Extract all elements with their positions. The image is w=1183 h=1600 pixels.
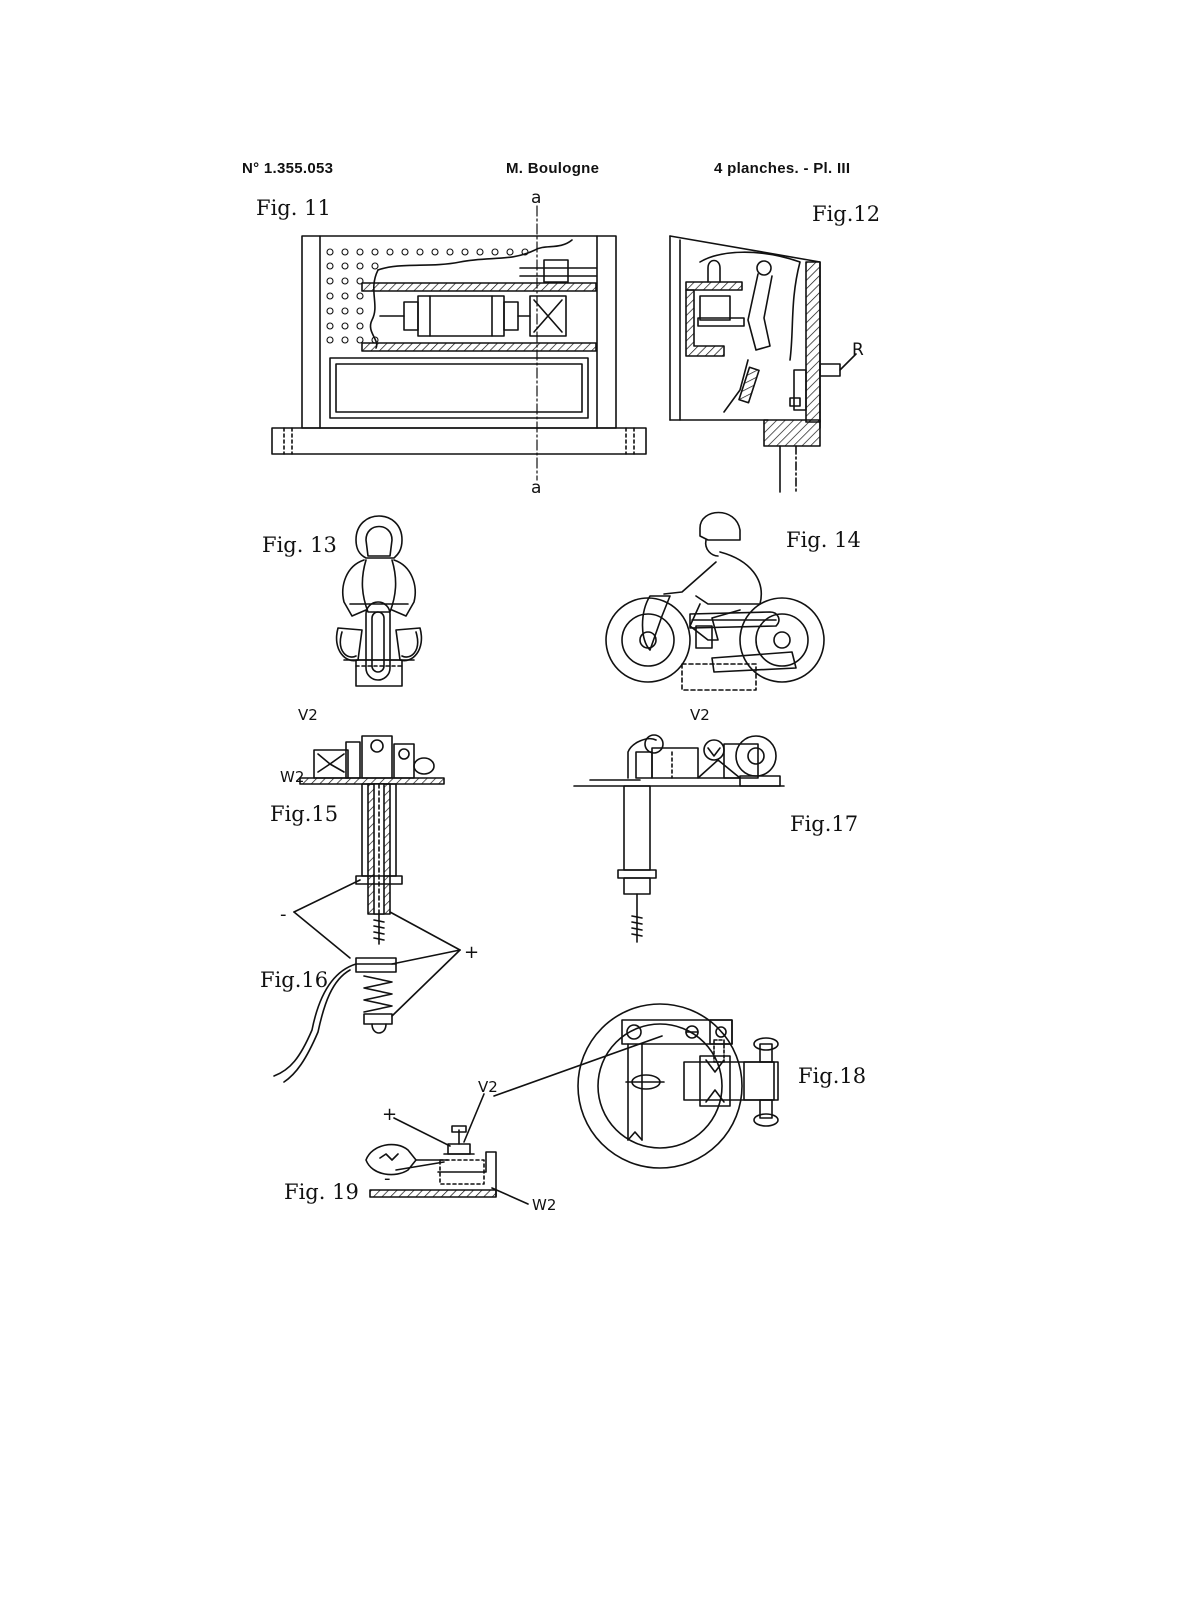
- label-w2-fig19: W2: [532, 1196, 557, 1214]
- label-plus-fig16: +: [464, 942, 480, 963]
- section-marker-top: a: [531, 188, 542, 208]
- label-v2-fig17: V2: [690, 706, 710, 724]
- label-v2-fig19: V2: [478, 1078, 498, 1096]
- fig16-caption: Fig.16: [260, 968, 329, 992]
- fig13-caption: Fig. 13: [262, 533, 337, 557]
- fig12-caption: Fig.12: [812, 202, 881, 226]
- label-minus-fig16: -: [280, 904, 287, 925]
- fig11-drawing: [272, 206, 646, 480]
- fig19-drawing: [366, 1094, 528, 1204]
- fig15-drawing: [294, 736, 460, 1016]
- fig17-caption: Fig.17: [790, 812, 859, 836]
- label-w2-fig15: W2: [280, 768, 305, 786]
- fig11-caption: Fig. 11: [256, 196, 331, 220]
- fig19-caption: Fig. 19: [284, 1180, 359, 1204]
- label-minus-fig19: -: [384, 1168, 391, 1189]
- fig18-caption: Fig.18: [798, 1064, 867, 1088]
- patent-number: N° 1.355.053: [242, 160, 334, 177]
- label-plus-fig19: +: [382, 1104, 398, 1125]
- section-marker-bottom: a: [531, 478, 542, 498]
- fig14-caption: Fig. 14: [786, 528, 861, 552]
- sheet-info: 4 planches. - Pl. III: [714, 160, 851, 177]
- fig14-drawing: [606, 513, 824, 691]
- fig13-drawing: [337, 516, 422, 686]
- fig12-drawing: [670, 236, 856, 492]
- fig15-caption: Fig.15: [270, 802, 339, 826]
- label-v2-fig15: V2: [298, 706, 318, 724]
- fig18-drawing: [494, 1004, 778, 1168]
- inventor-name: M. Boulogne: [506, 160, 600, 177]
- label-r: R: [852, 340, 864, 360]
- fig17-drawing: [574, 735, 784, 942]
- fig16-drawing: [274, 958, 396, 1082]
